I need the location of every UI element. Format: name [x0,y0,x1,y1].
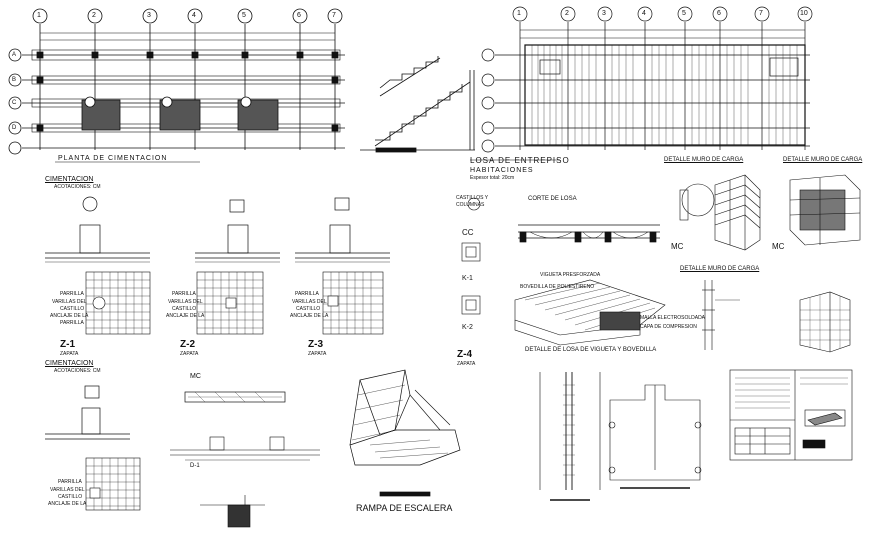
axis-label: 10 [800,10,808,17]
note-parrilla2: PARRILLA [60,320,84,326]
title-planta-cimentacion: PLANTA DE CIMENTACION [58,155,168,162]
axis-label: 5 [242,12,246,19]
note-vigueta: VIGUETA PRESFORZADA [540,272,601,278]
label-zapata: ZAPATA [457,361,476,367]
axis-label: 4 [192,12,196,19]
footing-section-detail [608,384,702,489]
title-losa-line2: HABITACIONES [470,167,534,174]
note-parrilla: PARRILLA [295,291,319,297]
d1-detail [170,436,320,461]
mc-beam-detail [184,391,286,403]
label-d1: D-1 [190,463,200,469]
title-columnas: COLUMNAS [456,202,485,208]
note-anclaje: ANCLAJE DE LA [50,313,89,319]
corte-losa-detail [518,224,660,243]
cimentacion-detail-row-1 [45,196,390,263]
label-k2: K-2 [462,324,473,331]
note-varillas: VARILLAS DEL [52,299,87,305]
note-castillo: CASTILLO [58,494,83,500]
column-elevation-detail [539,372,601,501]
row-label: B [12,77,17,83]
axis-label: 2 [92,12,96,19]
grid-bubbles-left [8,48,22,155]
label-z4: Z-4 [457,349,472,360]
title-losa-line1: LOSA DE ENTREPISO [470,156,570,165]
note-varillas: VARILLAS DEL [50,487,85,493]
note-anclaje: ANCLAJE DE LA [48,501,87,507]
detalle-muro-carga-section [702,280,740,350]
row-label: C [12,100,17,106]
zapata-grid-z3 [322,271,384,335]
axis-label: 7 [332,12,336,19]
title-rampa-escalera: RAMPA DE ESCALERA [356,503,453,513]
grid-bubbles-top [32,8,343,24]
title-corte-losa: CORTE DE LOSA [528,196,577,202]
label-k1: K-1 [462,275,473,282]
label-z1: Z-1 [60,339,75,350]
axis-label: 3 [147,12,151,19]
losa-espesor: Espesor total: 20cm [470,175,515,181]
title-detalle-muro-1: DETALLE MURO DE CARGA [664,157,744,163]
axis-label: 2 [565,10,569,17]
label-mc-muro: MC [671,242,684,251]
note-anclaje: ANCLAJE DE LA [290,313,329,319]
title-castillos: CASTILLOS Y [456,195,489,201]
label-mc: MC [190,373,201,380]
label-z2: Z-2 [180,339,195,350]
label-zapata: ZAPATA [180,351,199,357]
axis-label: 5 [682,10,686,17]
label-z3: Z-3 [308,339,323,350]
grid-bubbles-top-right [512,6,813,22]
axis-label: 1 [37,12,41,19]
losa-entrepiso-plan [470,6,813,161]
small-foot-detail [200,495,265,528]
label-zapata: ZAPATA [60,351,79,357]
label-zapata: ZAPATA [308,351,327,357]
note-castillo: CASTILLO [172,306,197,312]
title-detalle-muro-3: DETALLE MURO DE CARGA [680,266,760,272]
note-parrilla: PARRILLA [172,291,196,297]
stair-section [360,56,475,153]
note-varillas: VARILLAS DEL [168,299,203,305]
axis-label: 6 [297,12,301,19]
cimentacion-1-sub: ACOTACIONES: CM [54,184,101,190]
note-parrilla: PARRILLA [58,479,82,485]
note-varillas: VARILLAS DEL [292,299,327,305]
note-capa: CAPA DE COMPRESION [640,324,697,330]
row-label: A [12,52,17,58]
zapata-grid-z1 [85,271,151,335]
title-block [729,369,853,461]
detalle-muro-carga-iso-1 [679,174,761,251]
planta-cimentacion-plan [8,8,345,163]
cimentacion-detail-row-2 [45,385,130,440]
note-parrilla: PARRILLA [60,291,84,297]
zapata-grid-row2 [85,457,141,511]
axis-label: 6 [717,10,721,17]
note-castillo: CASTILLO [60,306,85,312]
axis-label: 7 [759,10,763,17]
note-malla: MALLA ELECTROSOLDADA [640,315,706,321]
rampa-escalera-iso [349,369,461,497]
title-cimentacion-2: CIMENTACION [45,360,94,367]
axis-label: 4 [642,10,646,17]
losa-vigueta-bovedilla-iso [514,279,666,346]
row-label: D [12,125,17,131]
title-detalle-losa: DETALLE DE LOSA DE VIGUETA Y BOVEDILLA [525,347,657,353]
label-cc: CC [462,228,474,237]
detalle-muro-carga-iso-2 [789,174,861,246]
title-cimentacion-1: CIMENTACION [45,176,94,183]
grid-bubbles-left-right [481,48,495,153]
detalle-muro-carga-corner [799,291,851,353]
axis-label: 3 [602,10,606,17]
note-bovedilla: BOVEDILLA DE POLIESTIRENO [520,284,595,290]
cimentacion-2-sub: ACOTACIONES: CM [54,368,101,374]
note-castillo: CASTILLO [296,306,321,312]
title-detalle-muro-2: DETALLE MURO DE CARGA [783,157,863,163]
note-anclaje: ANCLAJE DE LA [166,313,205,319]
zapata-grid-z2 [196,271,264,335]
axis-label: 1 [517,10,521,17]
label-mc-muro: MC [772,242,785,251]
castillos-columnas-details [461,197,481,315]
